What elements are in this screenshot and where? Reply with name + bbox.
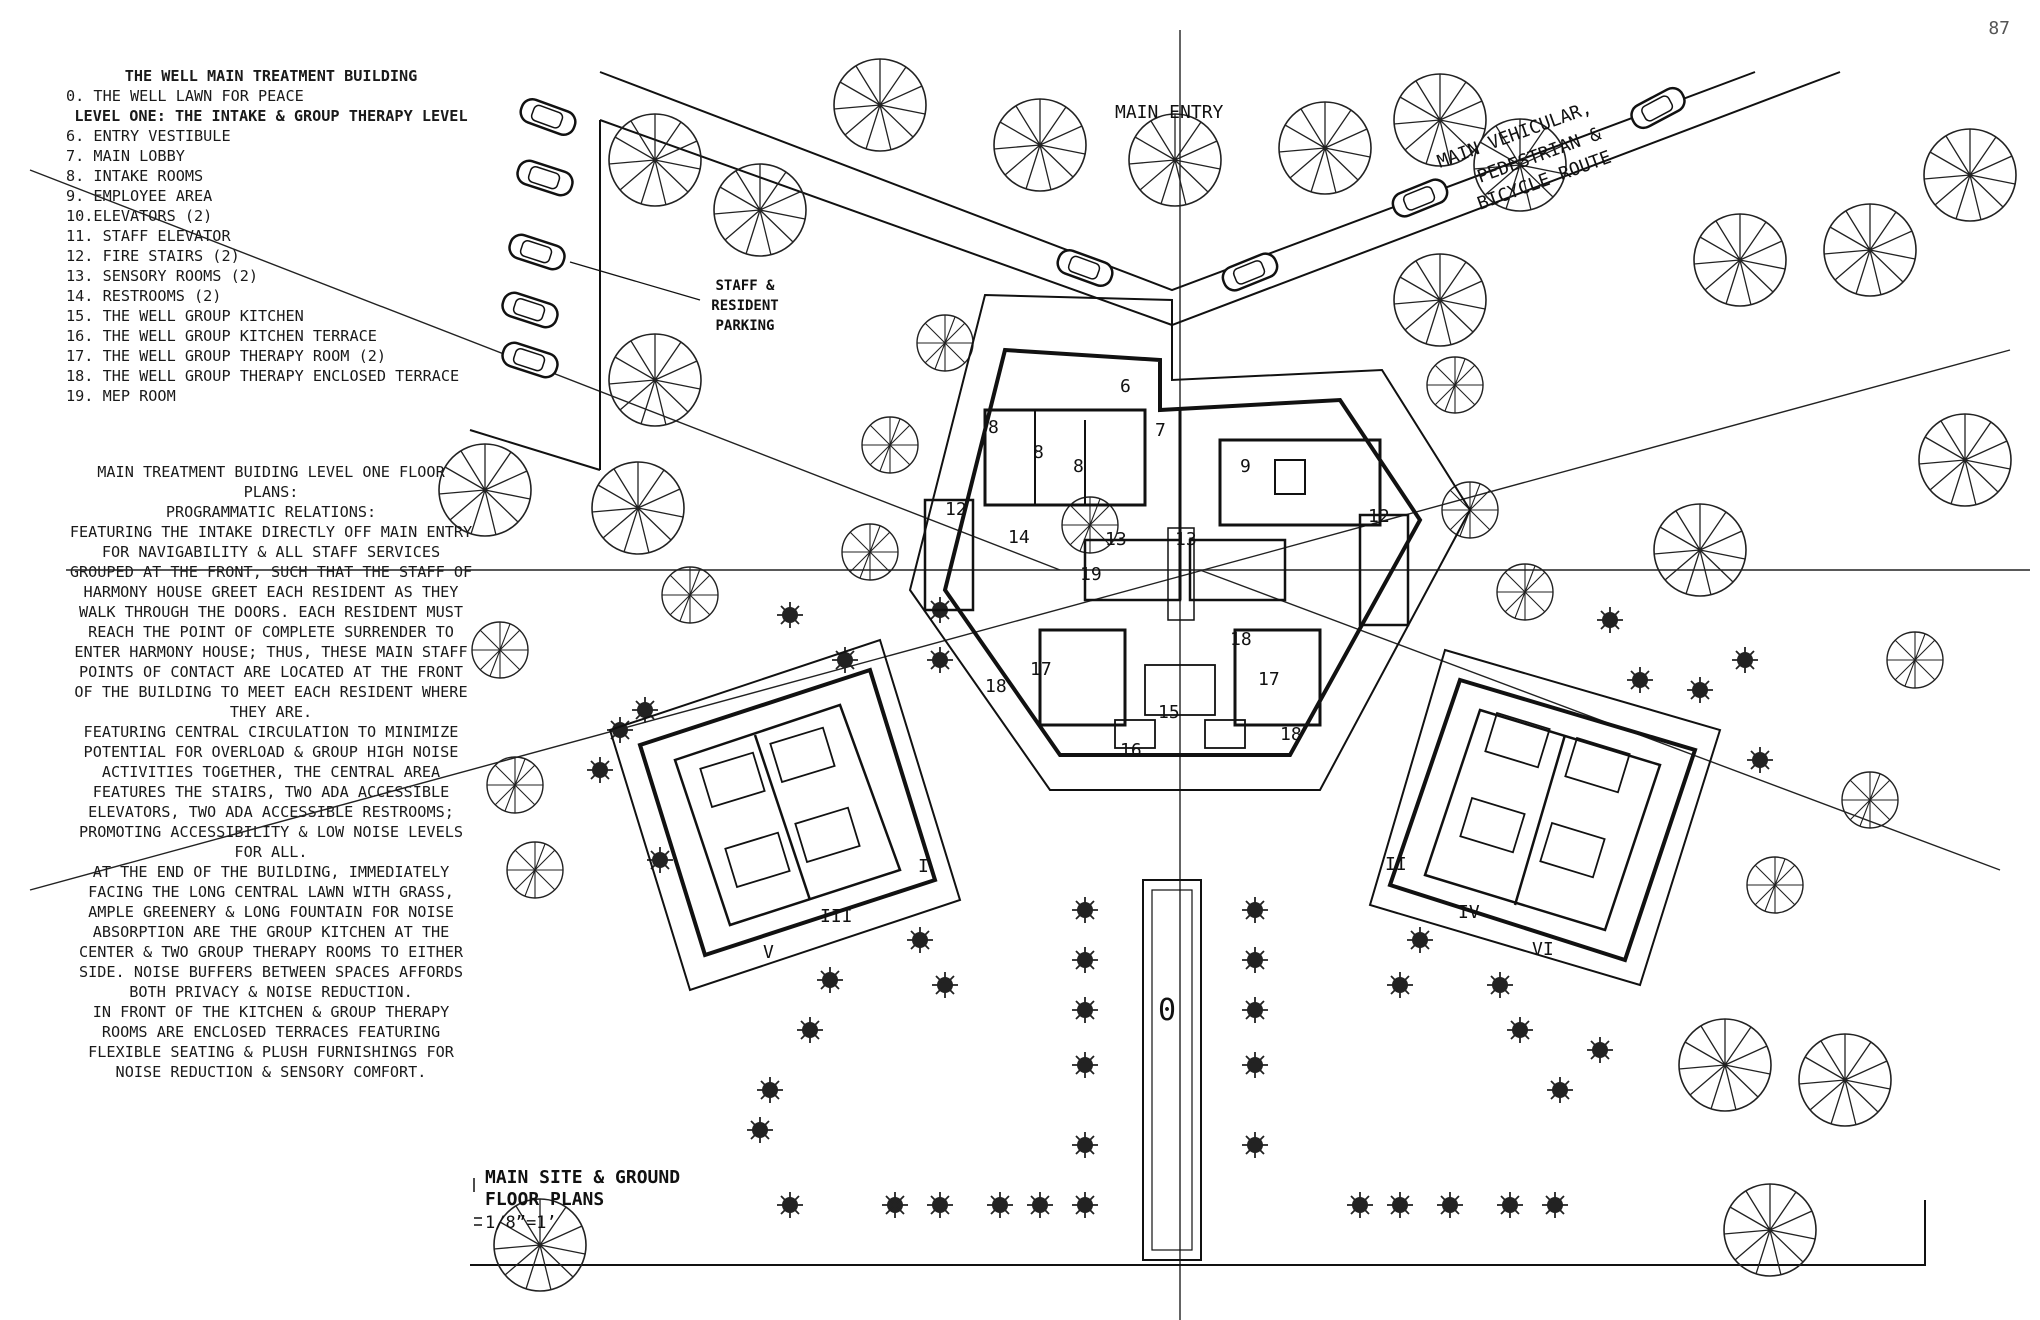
legend: THE WELL MAIN TREATMENT BUILDING 0. THE …: [66, 66, 476, 406]
wing-label: I: [918, 856, 929, 877]
main-entry-label: MAIN ENTRY: [1115, 102, 1224, 123]
room-number: 15: [1158, 702, 1180, 723]
legend-item: 13. SENSORY ROOMS (2): [66, 267, 259, 285]
title-block-line: FLOOR PLANS: [485, 1189, 604, 1210]
parking-label: PARKING: [715, 318, 774, 334]
room-number: 18: [985, 676, 1007, 697]
notes-paragraph: FEATURING CENTRAL CIRCULATION TO MINIMIZ…: [78, 723, 464, 861]
title-block-line: MAIN SITE & GROUND: [485, 1167, 680, 1188]
legend-item: 19. MEP ROOM: [66, 387, 176, 405]
legend-item: 9. EMPLOYEE AREA: [66, 187, 213, 205]
room-number: 6: [1120, 376, 1131, 397]
room-number: 14: [1008, 527, 1030, 548]
scale-label: 1/8”=1’: [485, 1213, 557, 1233]
lawn-number: 0: [1158, 993, 1176, 1028]
room-number: 12: [1368, 506, 1390, 527]
room-number: 18: [1230, 629, 1252, 650]
wing-label: II: [1385, 854, 1407, 875]
wing-label: IV: [1458, 902, 1480, 923]
legend-item: 8. INTAKE ROOMS: [66, 167, 204, 185]
room-number: 13: [1175, 529, 1197, 550]
program-notes: MAIN TREATMENT BUIDING LEVEL ONE FLOOR P…: [66, 462, 476, 1082]
notes-subheading: PROGRAMMATIC RELATIONS:: [165, 503, 377, 521]
notes-heading: MAIN TREATMENT BUIDING LEVEL ONE FLOOR P…: [97, 463, 445, 501]
legend-item: 6. ENTRY VESTIBULE: [66, 127, 231, 145]
room-number: 8: [988, 417, 999, 438]
legend-item: 17. THE WELL GROUP THERAPY ROOM (2): [66, 347, 387, 365]
legend-item: 15. THE WELL GROUP KITCHEN: [66, 307, 304, 325]
legend-item-lawn: 0. THE WELL LAWN FOR PEACE: [66, 87, 304, 105]
wing-label: VI: [1532, 939, 1554, 960]
room-number: 12: [945, 499, 967, 520]
wing-label: V: [763, 942, 774, 963]
legend-item: 12. FIRE STAIRS (2): [66, 247, 240, 265]
legend-item: 18. THE WELL GROUP THERAPY ENCLOSED TERR…: [66, 367, 460, 385]
legend-title: THE WELL MAIN TREATMENT BUILDING: [124, 67, 418, 85]
room-number: 8: [1073, 456, 1084, 477]
parking-label: STAFF &: [715, 278, 775, 294]
room-number: 17: [1258, 669, 1280, 690]
notes-paragraph: IN FRONT OF THE KITCHEN & GROUP THERAPY …: [88, 1003, 454, 1081]
room-number: 17: [1030, 659, 1052, 680]
room-number: 7: [1155, 420, 1166, 441]
room-number: 8: [1033, 442, 1044, 463]
notes-paragraph: AT THE END OF THE BUILDING, IMMEDIATELY …: [78, 863, 464, 1001]
page-number: 87: [1988, 18, 2010, 39]
parking-label: RESIDENT: [711, 298, 778, 314]
room-number: 19: [1080, 564, 1102, 585]
wing-label: III: [820, 906, 853, 927]
room-number: 18: [1280, 724, 1302, 745]
room-number: 9: [1240, 456, 1251, 477]
legend-item: 7. MAIN LOBBY: [66, 147, 185, 165]
legend-item: 10.ELEVATORS (2): [66, 207, 213, 225]
legend-item: 14. RESTROOMS (2): [66, 287, 222, 305]
legend-item: 16. THE WELL GROUP KITCHEN TERRACE: [66, 327, 377, 345]
notes-paragraph: FEATURING THE INTAKE DIRECTLY OFF MAIN E…: [69, 523, 473, 721]
legend-level-heading: LEVEL ONE: THE INTAKE & GROUP THERAPY LE…: [74, 107, 468, 125]
room-number: 16: [1120, 740, 1142, 761]
room-number: 13: [1105, 529, 1127, 550]
